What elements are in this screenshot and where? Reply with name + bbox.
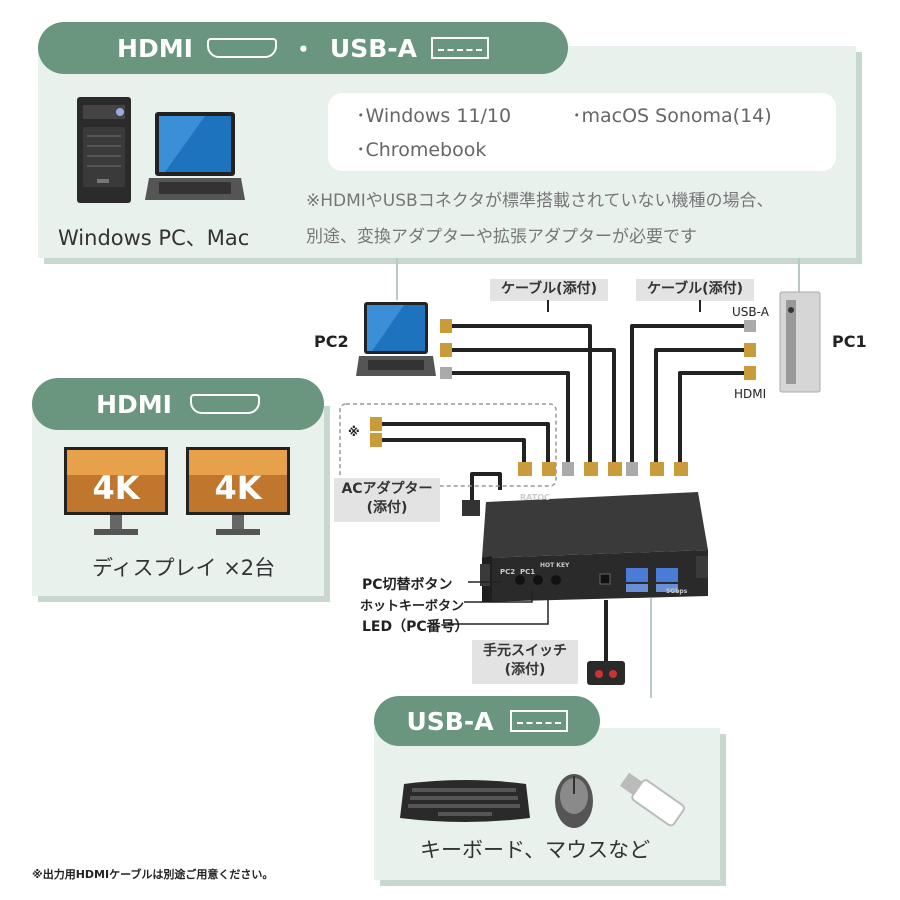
note-mark: ※ — [348, 425, 360, 439]
monitor-icon-2: 4K — [186, 447, 290, 535]
hotkey-button-label: ホットキーボタン — [360, 599, 465, 614]
top-panel-title: HDMI ・ USB-A — [38, 22, 568, 74]
ac-adapter-label-line-1: ACアダプター — [341, 481, 433, 497]
device-speed-label: 5Gbps — [666, 588, 688, 595]
connector-line-usb — [650, 598, 652, 698]
keyboard-icon — [400, 780, 530, 822]
top-panel-caption: Windows PC、Mac — [58, 226, 250, 250]
footnote: ※出力用HDMIケーブルは別途ご用意ください。 — [32, 868, 274, 881]
device-brand: RATOC — [520, 493, 550, 502]
connector-note-line-1: ※HDMIやUSBコネクタが標準搭載されていない機種の場合、 — [306, 191, 774, 211]
hand-switch-icon — [587, 661, 625, 685]
usb-a-label: USB-A — [732, 305, 769, 319]
hdmi-label: HDMI — [734, 387, 767, 401]
device-hotkey-label: HOT KEY — [540, 562, 570, 569]
mouse-icon — [555, 774, 593, 828]
pc-switch-button-label: PC切替ボタン — [362, 577, 453, 593]
hand-switch-label: 手元スイッチ (添付) — [472, 640, 578, 684]
device-port-pc2: PC2 — [500, 568, 516, 576]
device-port-pc1: PC1 — [520, 568, 536, 576]
pc1-label: PC1 — [832, 332, 867, 351]
bottom-panel-caption: キーボード、マウスなど — [420, 838, 651, 862]
os-list-box — [328, 93, 836, 171]
hdmi-title-left: HDMI — [96, 389, 172, 419]
usb-memory-icon — [619, 772, 685, 827]
monitor-icon-1: 4K — [64, 447, 168, 535]
connector-line-pc2 — [396, 258, 398, 300]
os-chromebook: ･Chromebook — [356, 139, 487, 161]
kvm-switch-device — [480, 492, 708, 602]
pc1-tower-icon — [779, 291, 821, 393]
bottom-panel-title: USB-A — [374, 696, 600, 746]
hdmi-port-icon — [206, 38, 277, 58]
desktop-tower-icon — [77, 97, 131, 203]
pc2-laptop-icon — [356, 302, 436, 376]
pc2-label: PC2 — [314, 332, 349, 351]
os-macos: ･macOS Sonoma(14) — [572, 105, 772, 127]
led-label: LED（PC番号） — [362, 619, 469, 635]
usb-title: USB-A — [329, 33, 417, 63]
ac-adapter-label: ACアダプター (添付) — [334, 478, 440, 522]
monitor-4k-text-1: 4K — [92, 469, 140, 507]
connector-line-pc1 — [798, 258, 800, 300]
connector-note-line-2: 別途、変換アダプターや拡張アダプターが必要です — [306, 227, 697, 247]
hand-switch-label-line-2: (添付) — [504, 662, 546, 678]
hdmi-title: HDMI — [117, 33, 193, 63]
left-panel-caption: ディスプレイ ×2台 — [92, 556, 276, 580]
laptop-icon — [145, 112, 245, 200]
monitor-4k-text-2: 4K — [214, 469, 262, 507]
hdmi-port-icon-left — [189, 394, 260, 414]
os-windows: ･Windows 11/10 — [356, 105, 512, 127]
hand-switch-label-line-1: 手元スイッチ — [483, 643, 567, 659]
ac-adapter-label-line-2: (添付) — [366, 500, 408, 516]
title-separator: ・ — [290, 35, 316, 64]
cable-label-1: ケーブル(添付) — [490, 279, 608, 301]
left-panel-title: HDMI — [32, 378, 324, 430]
usb-port-icon — [430, 37, 489, 59]
usb-title-bottom: USB-A — [406, 706, 494, 736]
cable-label-2: ケーブル(添付) — [636, 279, 754, 301]
usb-port-icon-bottom — [509, 710, 568, 732]
